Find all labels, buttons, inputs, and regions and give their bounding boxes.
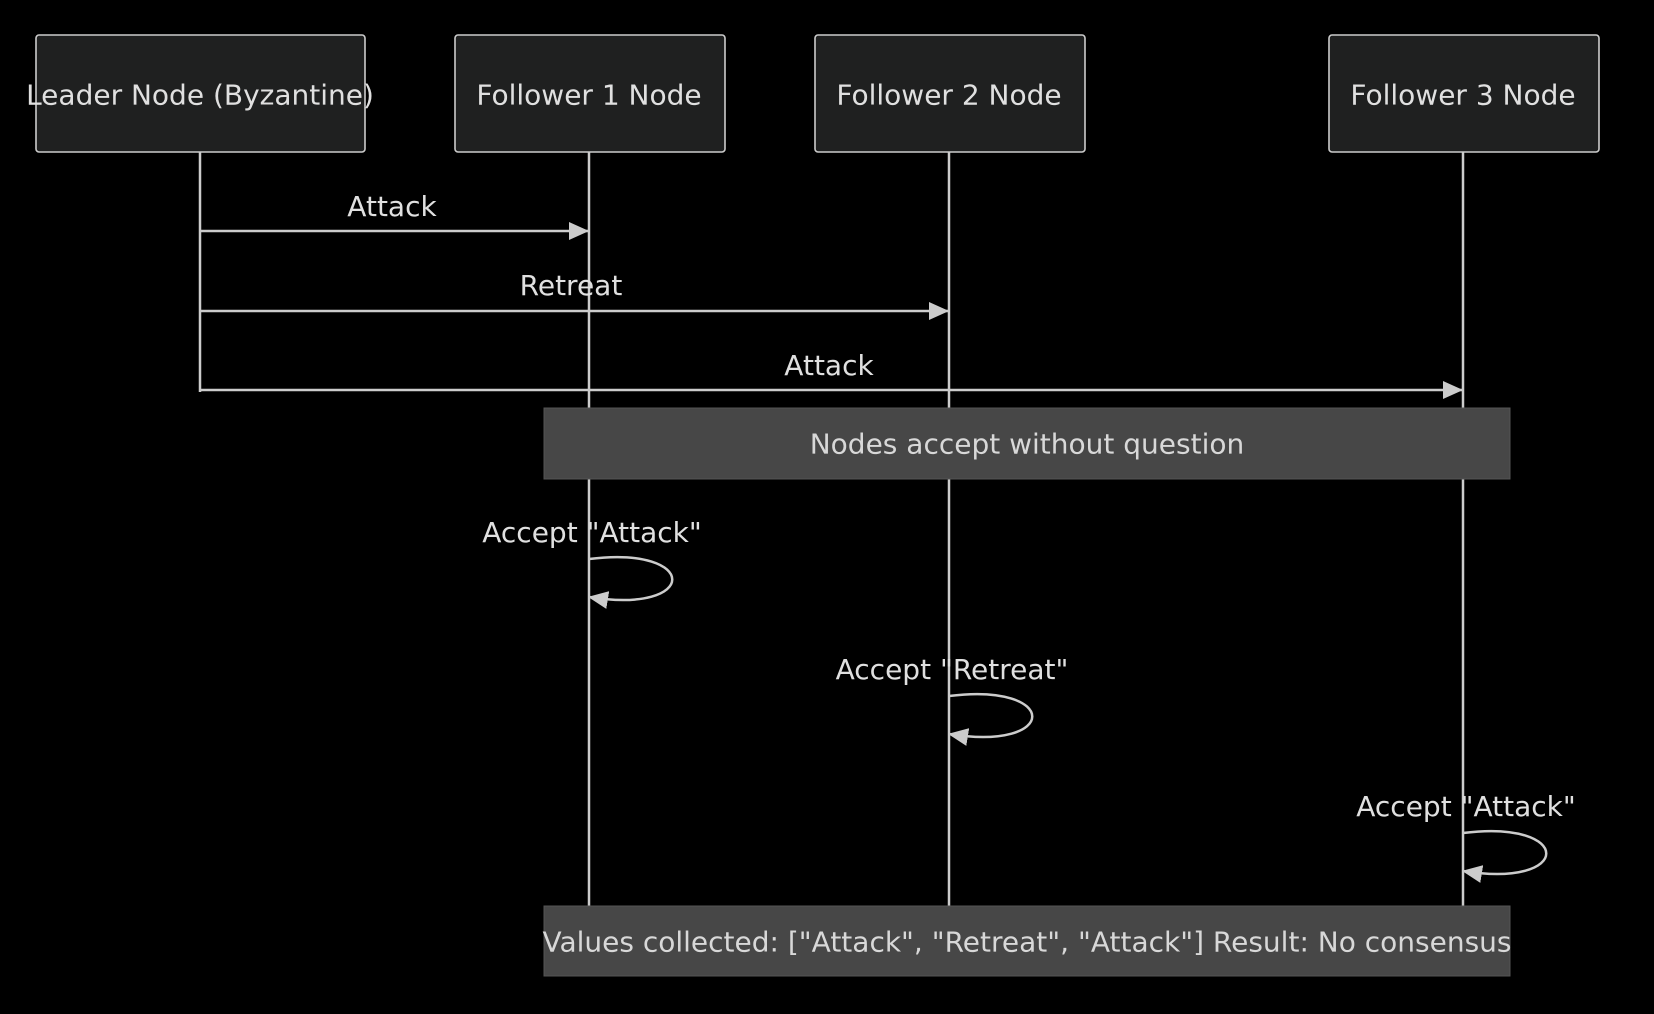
message-label: Retreat [520, 269, 623, 302]
participant-follower-1[interactable]: Follower 1 Node [454, 34, 726, 153]
self-message-label: Accept "Attack" [482, 516, 701, 549]
participant-follower-2[interactable]: Follower 2 Node [814, 34, 1086, 153]
message-label: Attack [784, 349, 874, 382]
participant-leader[interactable]: Leader Node (Byzantine) [26, 34, 374, 153]
participant-label: Follower 2 Node [836, 79, 1061, 112]
participant-label: Leader Node (Byzantine) [26, 79, 374, 112]
self-message-arrow [948, 692, 1034, 746]
message-label: Attack [347, 190, 437, 223]
self-message-follower-3: Accept "Attack" [1356, 790, 1576, 883]
participant-follower-3[interactable]: Follower 3 Node [1328, 34, 1600, 153]
participant-box [454, 34, 726, 153]
note-box [543, 905, 1511, 977]
participant-box [814, 34, 1086, 153]
self-message-follower-2: Accept "Retreat" [836, 653, 1069, 746]
self-message-arrow [588, 555, 674, 609]
note-label: Values collected: ["Attack", "Retreat", … [542, 926, 1511, 959]
self-message-label: Accept "Attack" [1356, 790, 1575, 823]
participant-box [35, 34, 366, 153]
note-box [543, 407, 1511, 480]
message-leader-to-follower-3: Attack [200, 349, 1463, 399]
self-message-follower-1: Accept "Attack" [482, 516, 702, 609]
self-message-label: Accept "Retreat" [836, 653, 1069, 686]
self-message-arrow [1462, 829, 1548, 883]
message-leader-to-follower-1: Attack [200, 190, 589, 240]
note-accept: Nodes accept without question [543, 407, 1511, 480]
message-leader-to-follower-2: Retreat [200, 269, 949, 320]
note-label: Nodes accept without question [810, 428, 1245, 461]
participant-box [1328, 34, 1600, 153]
participant-label: Follower 3 Node [1350, 79, 1575, 112]
note-result: Values collected: ["Attack", "Retreat", … [542, 905, 1512, 977]
participant-label: Follower 1 Node [476, 79, 701, 112]
